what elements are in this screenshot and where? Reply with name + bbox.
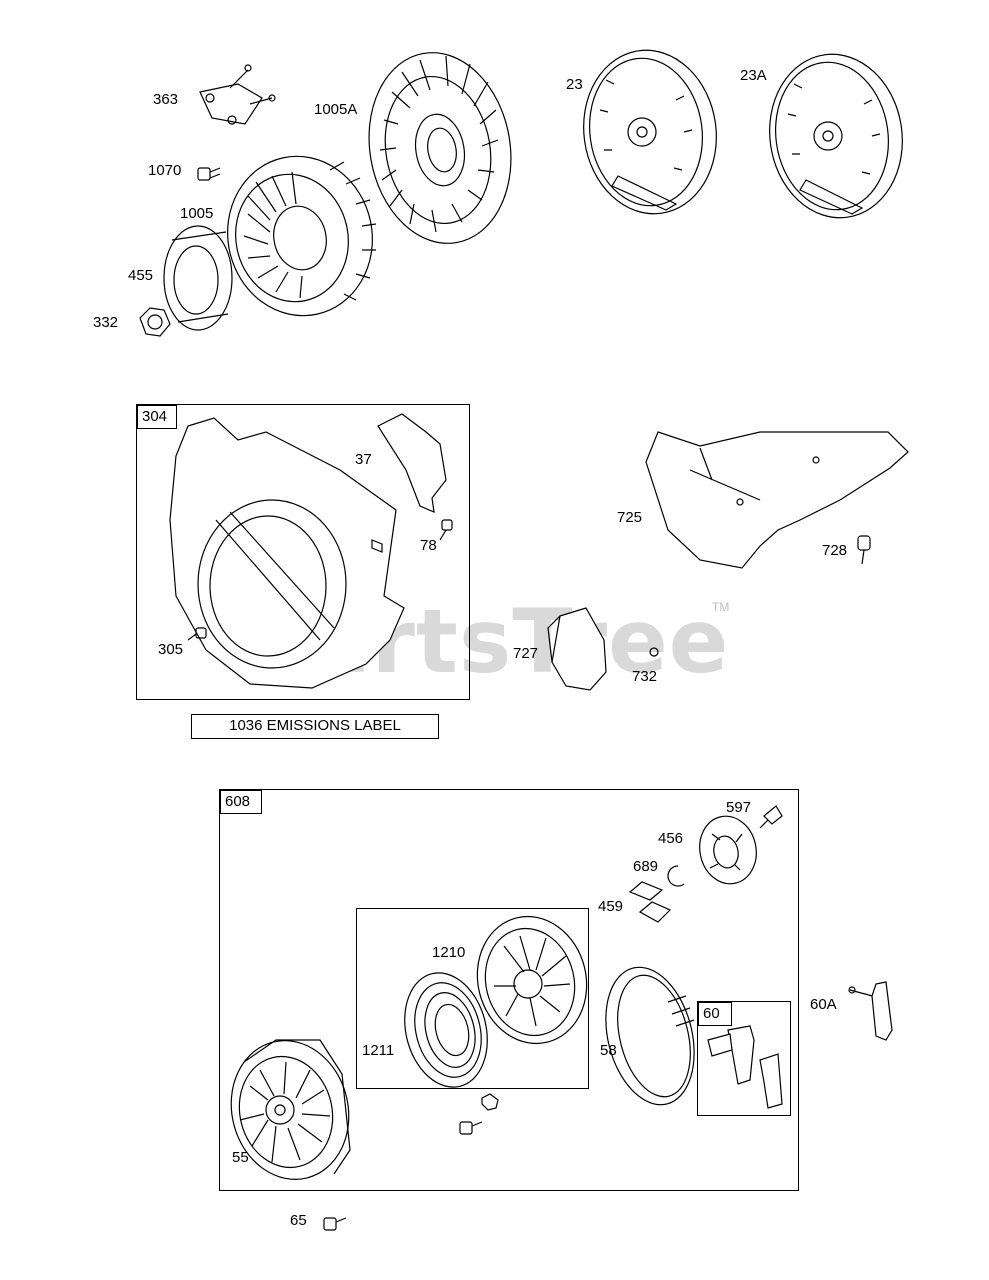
plate-37-drawing[interactable]: [377, 413, 447, 513]
screw-78-drawing[interactable]: [439, 519, 453, 541]
kit-tag-608: 608: [220, 790, 262, 814]
label-60A[interactable]: 60A: [810, 996, 837, 1013]
label-332[interactable]: 332: [93, 314, 119, 331]
watermark-tm: TM: [712, 600, 730, 614]
rope-58-drawing[interactable]: [592, 958, 707, 1114]
kit-tag-304: 304: [137, 405, 177, 429]
dog-459-drawing[interactable]: [628, 881, 672, 923]
spring-1211-drawing[interactable]: [393, 964, 499, 1096]
rewind-housing-55-drawing[interactable]: [217, 1028, 363, 1192]
label-728[interactable]: 728: [822, 542, 848, 559]
part-597-drawing[interactable]: [759, 805, 783, 829]
emissions-label-box[interactable]: 1036 EMISSIONS LABEL: [191, 714, 439, 739]
label-732[interactable]: 732: [632, 668, 658, 685]
sub-box-starter-pulley: [356, 908, 589, 1089]
screw-728-drawing[interactable]: [857, 535, 871, 565]
bracket-363-drawing[interactable]: [199, 64, 276, 125]
bolt-1070-drawing[interactable]: [197, 167, 221, 181]
label-459[interactable]: 459: [598, 898, 624, 915]
blower-housing-304-drawing[interactable]: [169, 417, 405, 689]
label-37[interactable]: 37: [355, 451, 372, 468]
screw-65-drawing[interactable]: [323, 1217, 347, 1231]
label-23A[interactable]: 23A: [740, 67, 767, 84]
label-455[interactable]: 455: [128, 267, 154, 284]
kit-box-60: [697, 1001, 791, 1116]
kit-box-608: [219, 789, 799, 1191]
label-725[interactable]: 725: [617, 509, 643, 526]
label-1005[interactable]: 1005: [180, 205, 214, 222]
label-65[interactable]: 65: [290, 1212, 307, 1229]
screw-unlabeled-drawing[interactable]: [459, 1093, 499, 1135]
label-55[interactable]: 55: [232, 1149, 249, 1166]
part-456-drawing[interactable]: [694, 811, 763, 889]
label-727[interactable]: 727: [513, 645, 539, 662]
flywheel-23A-drawing[interactable]: [759, 46, 913, 227]
handle-60-drawing[interactable]: [707, 1025, 783, 1109]
kit-box-304: [136, 404, 470, 700]
starter-cup-455-drawing[interactable]: [163, 225, 233, 331]
cover-727-drawing[interactable]: [547, 607, 607, 691]
label-1211[interactable]: 1211: [362, 1042, 395, 1059]
handle-60A-drawing[interactable]: [848, 981, 893, 1041]
label-1210[interactable]: 1210: [432, 944, 466, 961]
nut-332-drawing[interactable]: [139, 307, 171, 337]
kit-tag-60: 60: [698, 1002, 732, 1026]
label-305[interactable]: 305: [158, 641, 184, 658]
label-597[interactable]: 597: [726, 799, 752, 816]
shroud-725-drawing[interactable]: [645, 431, 909, 569]
flywheel-fan-1005-drawing[interactable]: [213, 143, 387, 329]
flywheel-fan-1005A-drawing[interactable]: [354, 41, 525, 254]
screw-732-drawing[interactable]: [649, 647, 659, 657]
label-689[interactable]: 689: [633, 858, 659, 875]
label-1070[interactable]: 1070: [148, 162, 182, 179]
label-58[interactable]: 58: [600, 1042, 617, 1059]
label-456[interactable]: 456: [658, 830, 684, 847]
label-23[interactable]: 23: [566, 76, 583, 93]
flywheel-23-drawing[interactable]: [573, 42, 727, 223]
screw-305-drawing[interactable]: [187, 627, 207, 641]
label-78[interactable]: 78: [420, 537, 437, 554]
label-1005A[interactable]: 1005A: [314, 101, 358, 118]
label-363[interactable]: 363: [153, 91, 179, 108]
pulley-1210-drawing[interactable]: [464, 905, 600, 1055]
clip-689-drawing[interactable]: [667, 865, 685, 887]
